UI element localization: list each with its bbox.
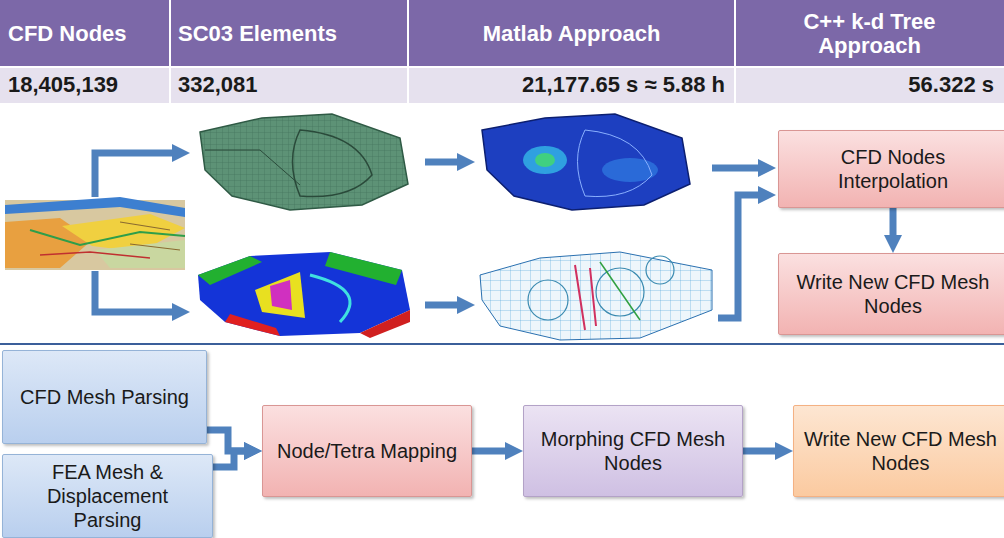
box-label: Write New CFD Mesh Nodes	[794, 427, 1004, 475]
process-box: FEA Mesh & Displacement Parsing	[2, 454, 213, 538]
flow-arrow	[472, 448, 505, 455]
box-label: CFD Nodes Interpolation	[779, 145, 1004, 193]
separator-line	[0, 343, 1004, 345]
flow-arrow	[95, 153, 758, 318]
process-box: Write New CFD Mesh Nodes	[793, 405, 1004, 497]
process-box: Morphing CFD Mesh Nodes	[523, 405, 743, 497]
flow-arrow	[743, 448, 775, 455]
process-box: Node/Tetra Mapping	[262, 405, 472, 497]
table-header: Matlab Approach	[408, 0, 735, 67]
table-row-band	[0, 67, 1004, 103]
flow-arrow	[890, 208, 897, 235]
box-label: Node/Tetra Mapping	[269, 439, 465, 463]
cfd-parts-figure	[198, 252, 410, 338]
process-box: CFD Nodes Interpolation	[778, 130, 1004, 208]
flow-arrow	[213, 451, 244, 467]
cfd-mesh-figure	[200, 114, 408, 210]
table-header: CFD Nodes	[0, 0, 170, 67]
table-cell: 56.322 s	[735, 67, 1004, 103]
process-box: CFD Mesh Parsing	[2, 350, 207, 444]
engine-cutaway	[5, 197, 185, 270]
table-rule	[169, 0, 171, 103]
box-label: Write New CFD Mesh Nodes	[779, 270, 1004, 318]
table-header: SC03 Elements	[170, 0, 408, 67]
table-cell: 21,177.65 s ≈ 5.88 h	[408, 67, 735, 103]
table-cell: 332,081	[170, 67, 408, 103]
box-label: Morphing CFD Mesh Nodes	[524, 427, 742, 475]
fea-result-figure	[482, 114, 690, 210]
table-cell: 18,405,139	[0, 67, 170, 103]
box-label: CFD Mesh Parsing	[12, 385, 197, 409]
cfd-wireframe-figure	[480, 252, 712, 340]
table-rule	[0, 66, 1004, 68]
table-header: C++ k-d Tree Approach	[735, 0, 1004, 67]
table-rule	[407, 0, 409, 103]
table-rule	[734, 0, 736, 103]
box-label: FEA Mesh & Displacement Parsing	[3, 460, 212, 532]
process-box: Write New CFD Mesh Nodes	[778, 253, 1004, 335]
